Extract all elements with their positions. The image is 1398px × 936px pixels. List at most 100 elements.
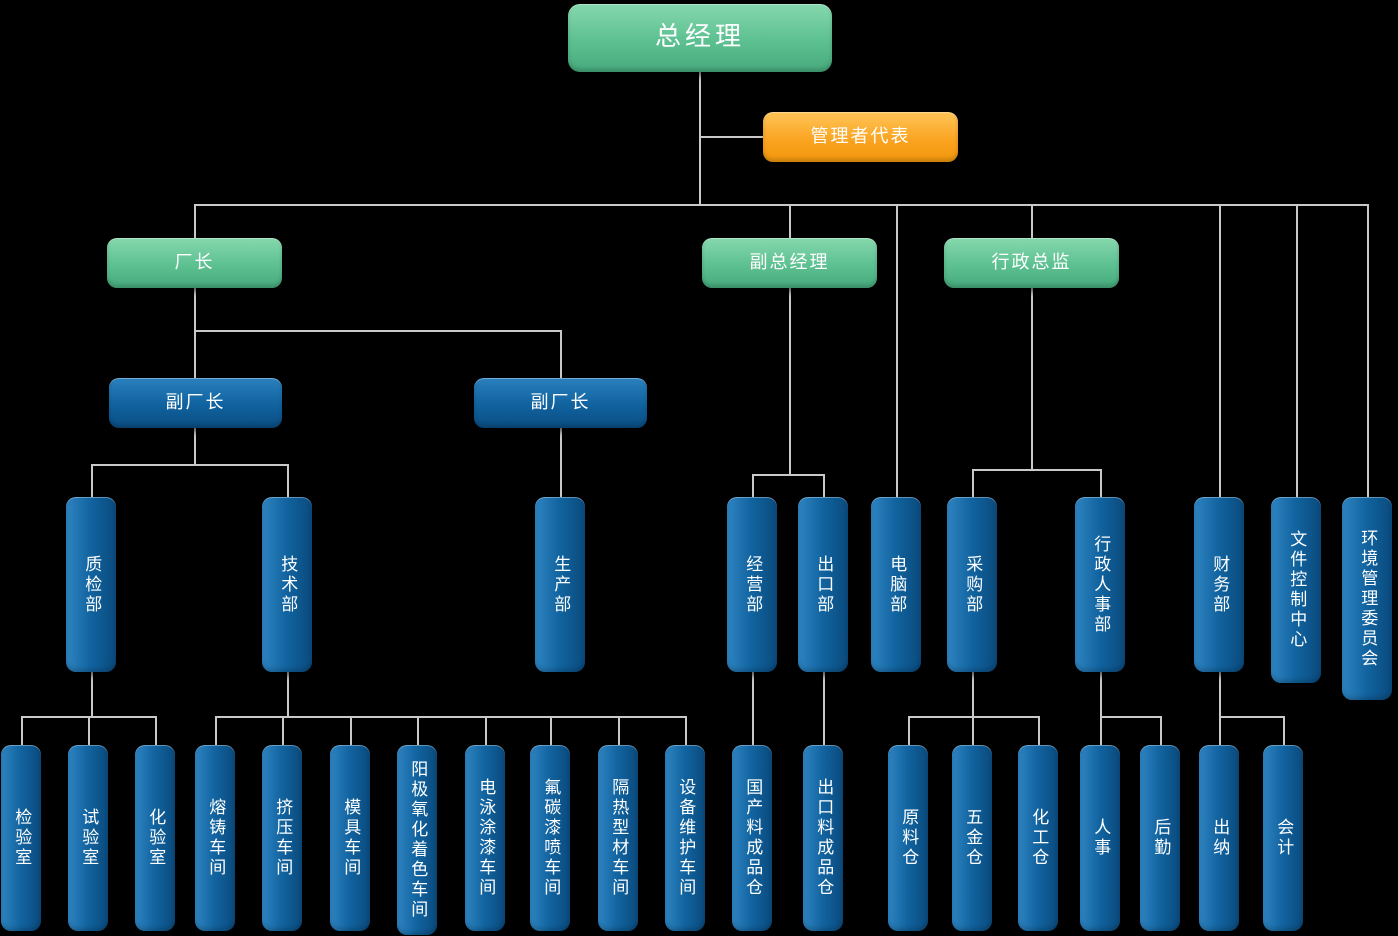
connector-line (972, 716, 974, 745)
connector-line (194, 330, 196, 378)
connector-line (91, 464, 288, 466)
connector-line (1100, 672, 1102, 718)
node-label: 化验室 (145, 808, 166, 868)
node-inspection-room: 检验室 (1, 745, 41, 931)
node-label: 质检部 (81, 554, 102, 615)
node-mold-workshop: 模具车间 (330, 745, 370, 931)
node-business-dept: 经营部 (727, 497, 777, 672)
node-export-dept: 出口部 (798, 497, 848, 672)
node-label: 经营部 (742, 554, 763, 615)
connector-line (823, 474, 825, 497)
node-label: 行政人事部 (1090, 534, 1111, 635)
connector-line (618, 716, 620, 745)
connector-line (350, 716, 352, 745)
node-test-room: 试验室 (68, 745, 108, 931)
connector-line (1283, 716, 1285, 745)
node-hardware-warehouse: 五金仓 (952, 745, 992, 931)
node-label: 国产料成品仓 (742, 778, 763, 898)
node-accounting-office: 会计 (1263, 745, 1303, 931)
connector-line (194, 330, 562, 332)
node-equipment-maintenance-workshop: 设备维护车间 (665, 745, 705, 931)
node-tech-dept: 技术部 (262, 497, 312, 672)
connector-line (417, 716, 419, 745)
node-label: 电脑部 (886, 554, 907, 615)
node-doc-control-center: 文件控制中心 (1271, 497, 1321, 683)
node-label: 试验室 (78, 808, 99, 868)
connector-line (972, 469, 1102, 471)
node-management-rep: 管理者代表 (763, 112, 958, 162)
connector-line (752, 672, 754, 745)
node-label: 阳极氧化着色车间 (407, 760, 428, 920)
connector-line (752, 474, 754, 497)
node-label: 出纳 (1209, 818, 1230, 858)
connector-line (560, 428, 562, 497)
connector-line (699, 136, 763, 138)
connector-line (194, 204, 196, 238)
node-label: 副总经理 (749, 252, 830, 274)
node-hr-office: 人事 (1080, 745, 1120, 931)
connector-line (1031, 204, 1033, 238)
node-label: 模具车间 (340, 798, 361, 878)
connector-line (1219, 204, 1221, 497)
node-label: 总经理 (654, 22, 745, 53)
node-label: 财务部 (1209, 554, 1230, 615)
connector-line (972, 469, 974, 497)
node-anodizing-coloring-workshop: 阳极氧化着色车间 (397, 745, 437, 935)
connector-line (287, 672, 289, 718)
connector-line (1031, 288, 1033, 471)
node-casting-workshop: 熔铸车间 (195, 745, 235, 931)
connector-line (908, 716, 1040, 718)
node-production-dept: 生产部 (535, 497, 585, 672)
connector-line (1100, 716, 1102, 745)
node-label: 熔铸车间 (205, 798, 226, 878)
node-label: 出口部 (813, 554, 834, 615)
node-export-finished-warehouse: 出口料成品仓 (803, 745, 843, 931)
node-label: 检验室 (11, 808, 32, 868)
node-cashier-office: 出纳 (1199, 745, 1239, 931)
connector-line (194, 204, 1369, 206)
node-label: 厂长 (174, 252, 215, 274)
connector-line (1160, 716, 1162, 745)
node-label: 会计 (1273, 818, 1294, 858)
node-extrusion-workshop: 挤压车间 (262, 745, 302, 931)
connector-line (91, 464, 93, 497)
node-electrophoresis-paint-workshop: 电泳涂漆车间 (465, 745, 505, 931)
node-admin-hr-dept: 行政人事部 (1075, 497, 1125, 672)
connector-line (194, 288, 196, 330)
connector-line (91, 672, 93, 718)
connector-line (550, 716, 552, 745)
node-env-mgmt-committee: 环境管理委员会 (1342, 497, 1392, 700)
node-label: 挤压车间 (272, 798, 293, 878)
connector-line (155, 716, 157, 745)
node-label: 管理者代表 (810, 126, 911, 148)
connector-line (1100, 469, 1102, 497)
node-deputy-factory-director-1: 副厂长 (109, 378, 282, 428)
connector-line (789, 204, 791, 238)
node-logistics-office: 后勤 (1140, 745, 1180, 931)
node-finance-dept: 财务部 (1194, 497, 1244, 672)
node-label: 出口料成品仓 (813, 778, 834, 898)
connector-line (896, 204, 898, 497)
connector-line (1038, 716, 1040, 745)
node-admin-director: 行政总监 (944, 238, 1119, 288)
connector-line (1219, 716, 1285, 718)
node-label: 化工仓 (1028, 808, 1049, 868)
node-domestic-finished-warehouse: 国产料成品仓 (732, 745, 772, 931)
node-factory-director: 厂长 (107, 238, 282, 288)
connector-line (823, 672, 825, 745)
connector-line (215, 716, 687, 718)
node-label: 人事 (1090, 818, 1111, 858)
node-label: 后勤 (1150, 818, 1171, 858)
node-label: 文件控制中心 (1286, 530, 1307, 650)
connector-line (1100, 716, 1162, 718)
node-label: 设备维护车间 (675, 778, 696, 898)
node-label: 环境管理委员会 (1357, 528, 1378, 669)
connector-line (972, 672, 974, 718)
node-computer-dept: 电脑部 (871, 497, 921, 672)
node-label: 行政总监 (991, 252, 1072, 274)
connector-line (287, 464, 289, 497)
node-label: 副厂长 (165, 392, 226, 414)
connector-line (485, 716, 487, 745)
node-label: 生产部 (550, 554, 571, 615)
